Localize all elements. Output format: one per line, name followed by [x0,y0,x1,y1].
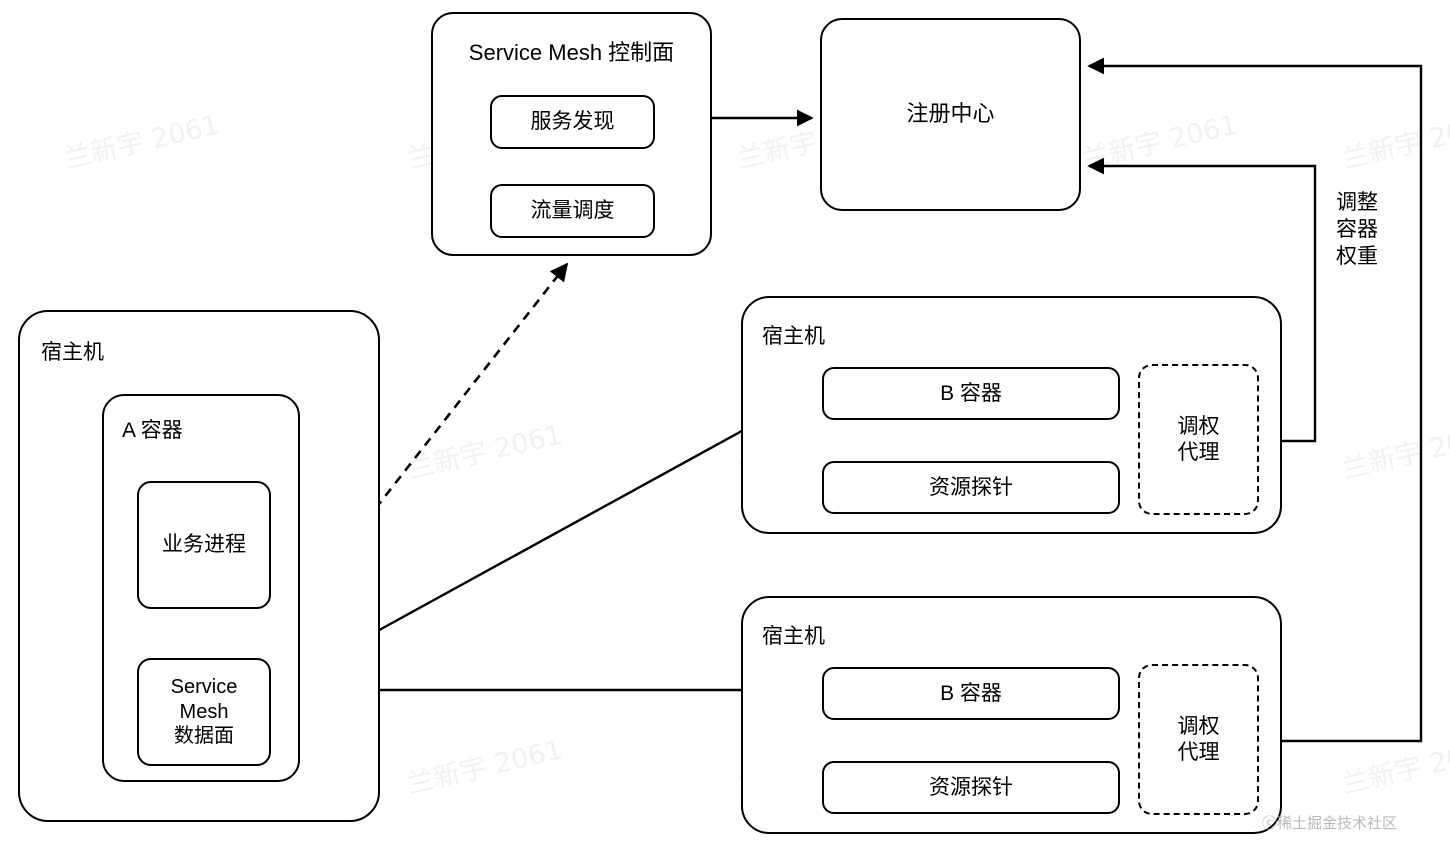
service-discovery-label: 服务发现 [530,110,615,134]
container-a-box: A 容器 业务进程 Service Mesh 数据面 [102,394,300,782]
service-discovery-box[interactable]: 服务发现 [490,95,655,149]
business-process-box[interactable]: 业务进程 [137,481,271,609]
adjust-weight-label: 调整 容器 权重 [1336,191,1378,268]
control-plane-box: Service Mesh 控制面 服务发现 流量调度 [431,12,712,256]
container-b-bottom-label: B 容器 [940,681,1002,705]
container-a-title: A 容器 [122,419,183,442]
weight-proxy-bottom-box[interactable]: 调权 代理 [1138,664,1259,815]
host-bottom-right-box: 宿主机 B 容器 资源探针 调权 代理 [741,596,1282,834]
container-b-top-label: B 容器 [940,381,1002,405]
resource-probe-top-label: 资源探针 [929,475,1013,499]
weight-proxy-bottom-label: 调权 代理 [1177,714,1220,764]
registry-label: 注册中心 [906,101,995,127]
container-b-bottom-box[interactable]: B 容器 [822,667,1120,720]
service-mesh-dataplane-box[interactable]: Service Mesh 数据面 [137,658,271,766]
host-bottom-right-title: 宿主机 [762,625,825,648]
control-plane-title: Service Mesh 控制面 [468,40,675,65]
traffic-scheduling-box[interactable]: 流量调度 [490,184,655,238]
edge-proxy-bottom-to-registry [1087,57,1423,743]
traffic-scheduling-label: 流量调度 [530,199,615,223]
attribution-watermark: ⓒ稀土掘金技术社区 [1262,815,1398,832]
host-left-box: 宿主机 A 容器 业务进程 Service Mesh 数据面 [18,310,380,822]
resource-probe-bottom-box[interactable]: 资源探针 [822,761,1120,814]
weight-proxy-top-label: 调权 代理 [1177,414,1220,464]
resource-probe-bottom-label: 资源探针 [929,775,1013,799]
container-b-top-box[interactable]: B 容器 [822,367,1120,420]
resource-probe-top-box[interactable]: 资源探针 [822,461,1120,514]
host-top-right-title: 宿主机 [762,325,825,348]
host-left-title: 宿主机 [41,341,104,364]
service-mesh-dataplane-label: Service Mesh 数据面 [170,676,238,748]
weight-proxy-top-box[interactable]: 调权 代理 [1138,364,1259,515]
host-top-right-box: 宿主机 B 容器 资源探针 调权 代理 [741,296,1282,534]
registry-box[interactable]: 注册中心 [820,18,1081,211]
edge-proxy-top-to-registry [1087,157,1317,443]
business-process-label: 业务进程 [162,533,246,557]
